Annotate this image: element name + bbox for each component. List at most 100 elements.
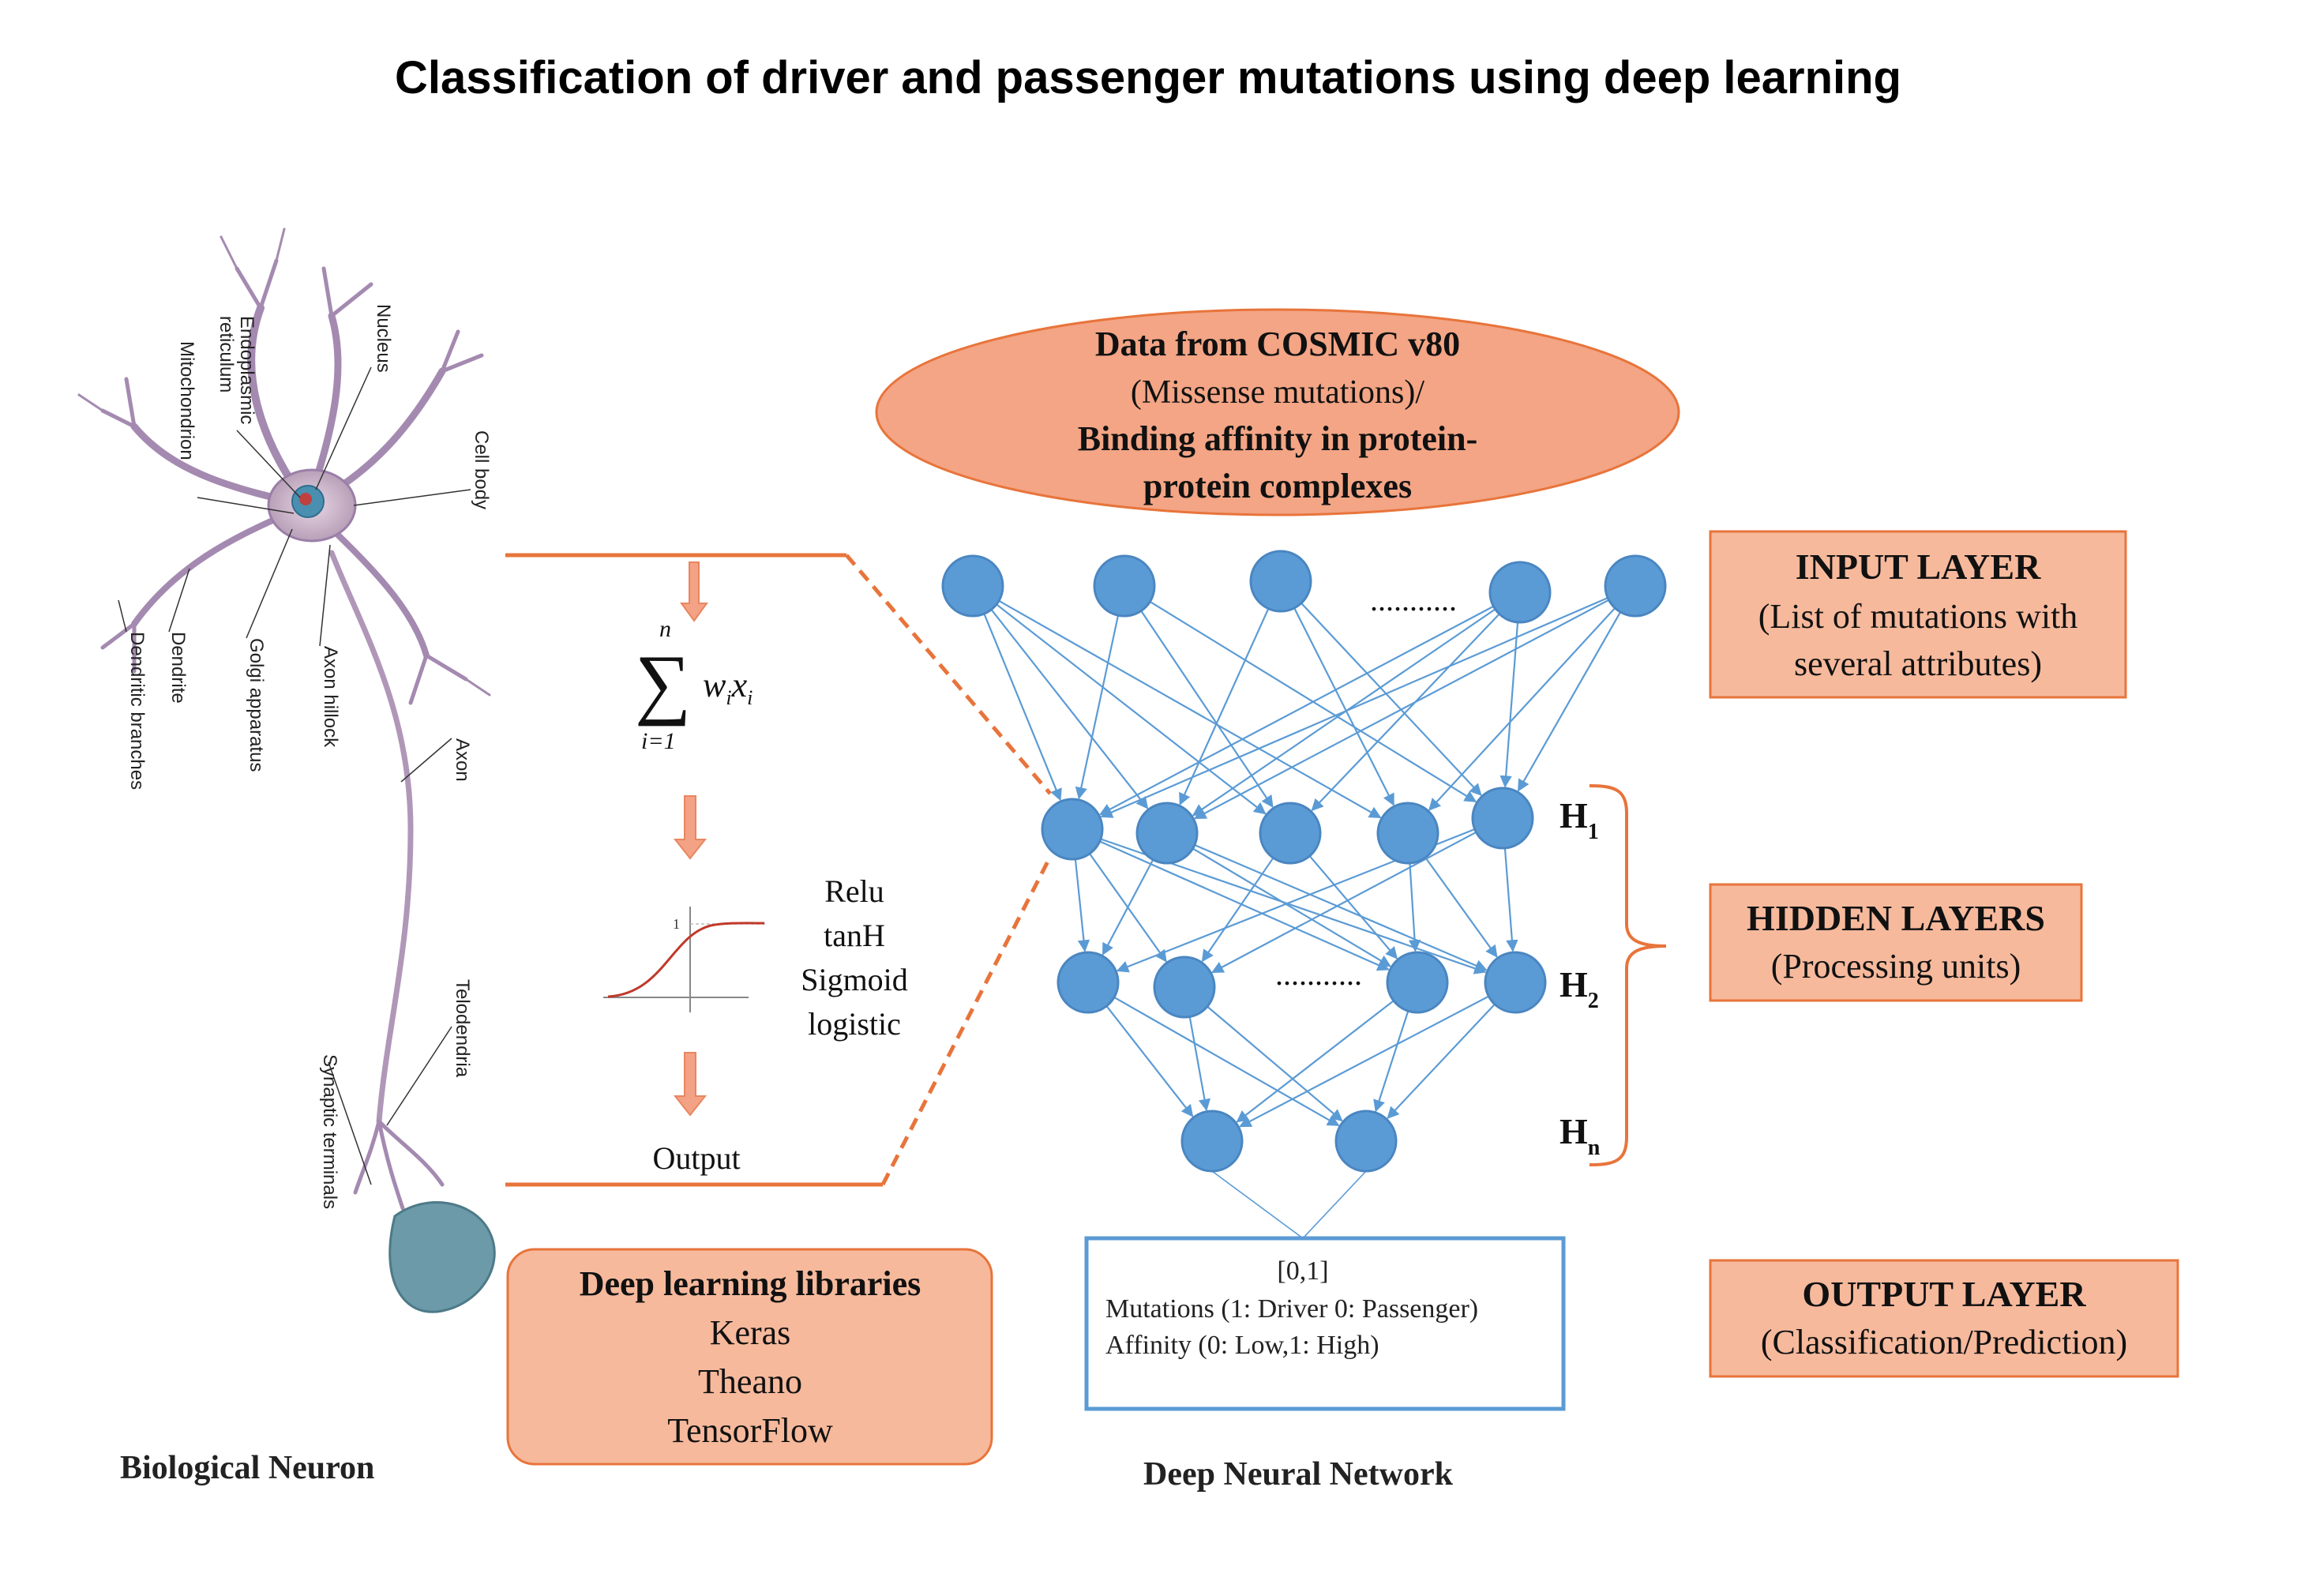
legend-hidden-layers: HIDDEN LAYERS (Processing units) (1709, 883, 2083, 1002)
legend-title: INPUT LAYER (1796, 546, 2041, 587)
output-label: Output (652, 1140, 740, 1176)
neuron-label: Axon (452, 738, 473, 782)
data-source-line: Binding affinity in protein- (1078, 419, 1478, 458)
output-mutations: Mutations (1: Driver 0: Passenger) (1105, 1294, 1478, 1324)
network-edge (1210, 830, 1480, 974)
data-source-line: (Missense mutations)/ (1131, 374, 1424, 411)
neuron-label: reticulum (216, 316, 237, 392)
legend-line: (List of mutations with (1758, 597, 2078, 636)
network-edge (1302, 1170, 1367, 1239)
network-edge (1102, 856, 1155, 956)
network-edge (1111, 995, 1340, 1127)
input-ellipsis: ........... (1370, 582, 1457, 618)
network-caption: Deep Neural Network (1143, 1456, 1454, 1493)
down-arrow-icon (673, 795, 707, 860)
data-source-title: Data from COSMIC v80 (1095, 325, 1460, 363)
sigma-symbol: ∑ (635, 639, 691, 727)
network-edge (1204, 1004, 1343, 1122)
network-edge (1139, 607, 1274, 809)
library-item: Theano (698, 1362, 802, 1401)
neuron-label: Endoplasmic (236, 316, 257, 424)
network-edge (1075, 612, 1120, 800)
legend-line: (Classification/Prediction) (1761, 1323, 2127, 1361)
library-item: TensorFlow (667, 1411, 833, 1450)
input-node (941, 554, 1004, 618)
hidden-layers-brace (1589, 784, 1667, 1166)
legend-output-layer: OUTPUT LAYER (Classification/Prediction) (1709, 1259, 2179, 1378)
down-arrow-icon (673, 1052, 707, 1117)
neuron-label: Mitochondrion (176, 341, 197, 460)
neuron-label: Nucleus (373, 304, 394, 373)
output-range: [0,1] (1277, 1256, 1328, 1286)
network-edge (981, 610, 1062, 802)
network-edge (1087, 851, 1167, 963)
neuron-label: Dendritic branches (126, 632, 148, 790)
activation-item: Relu (824, 873, 884, 909)
network-edge (1074, 855, 1090, 952)
network-edges (981, 595, 1623, 1239)
hidden-node-hn (1334, 1110, 1398, 1173)
network-edge (1373, 1008, 1410, 1113)
network-edge (1423, 854, 1498, 958)
neuron-illustration (77, 227, 496, 1313)
network-edge (1298, 600, 1482, 796)
network-edge (1499, 619, 1519, 788)
hidden-node-h2 (1484, 951, 1547, 1014)
hidden-node-hn (1180, 1110, 1244, 1173)
network-edge (1211, 1170, 1304, 1239)
output-affinity: Affinity (0: Low,1: High) (1105, 1331, 1379, 1360)
network-edge (1201, 854, 1276, 963)
hidden-node-h2 (1386, 951, 1449, 1014)
page-title: Classification of driver and passenger m… (395, 52, 1901, 103)
layer-name-h1: H1 (1559, 795, 1599, 844)
sigmoid-tick: 1 (673, 916, 680, 932)
network-edge (989, 606, 1149, 809)
network-edge (1517, 609, 1623, 792)
neuron-caption: Biological Neuron (120, 1450, 374, 1486)
hidden-node-h1 (1135, 802, 1199, 865)
hidden-ellipsis: ........... (1275, 956, 1362, 992)
data-source-line: protein complexes (1143, 467, 1412, 505)
activation-item: Sigmoid (801, 962, 908, 997)
network-edge (1307, 853, 1398, 959)
zoom-connector (505, 553, 1053, 1187)
network-edge (1189, 846, 1391, 967)
neuron-label: Synaptic terminals (319, 1054, 340, 1209)
network-edge (1239, 993, 1492, 1128)
sigmoid-plot: 1 (603, 907, 766, 1012)
libraries-heading: Deep learning libraries (580, 1264, 921, 1303)
input-node (1249, 550, 1312, 613)
neuron-labels: Nucleus Endoplasmic reticulum Mitochondr… (126, 304, 492, 1209)
hidden-node-h1 (1041, 798, 1104, 861)
network-edge (1192, 843, 1488, 971)
neuron-label: Axon hillock (320, 646, 341, 748)
neuron-label: Dendrite (167, 632, 189, 704)
network-edge (1100, 595, 1612, 818)
network-nodes (941, 550, 1667, 1173)
network-edge (1194, 597, 1612, 820)
layer-names: H1 H2 Hn (1559, 795, 1601, 1160)
network-edge (1408, 860, 1421, 952)
activation-list: Relu tanH Sigmoid logistic (801, 873, 908, 1042)
network-edge (1147, 599, 1477, 803)
network-edge (993, 602, 1267, 815)
network-edge (1292, 605, 1394, 806)
hidden-node-h2 (1057, 951, 1120, 1014)
network-edge (1503, 845, 1518, 952)
network-edge (1188, 1013, 1211, 1112)
legend-input-layer: INPUT LAYER (List of mutations with seve… (1709, 530, 2127, 699)
neuron-label: Cell body (471, 430, 492, 509)
hidden-node-h1 (1259, 802, 1322, 865)
activation-item: tanH (824, 918, 885, 953)
summation-formula: n ∑ i=1 wixi (635, 616, 753, 754)
output-box: [0,1] Mutations (1: Driver 0: Passenger)… (1084, 1236, 1566, 1411)
hidden-node-h2 (1153, 956, 1216, 1019)
hidden-node-h1 (1471, 787, 1534, 850)
layer-name-hn: Hn (1559, 1111, 1601, 1160)
input-node (1093, 554, 1156, 618)
activation-item: logistic (808, 1006, 901, 1042)
network-edge (1104, 1003, 1194, 1117)
neuron-leader-lines (118, 366, 471, 1185)
